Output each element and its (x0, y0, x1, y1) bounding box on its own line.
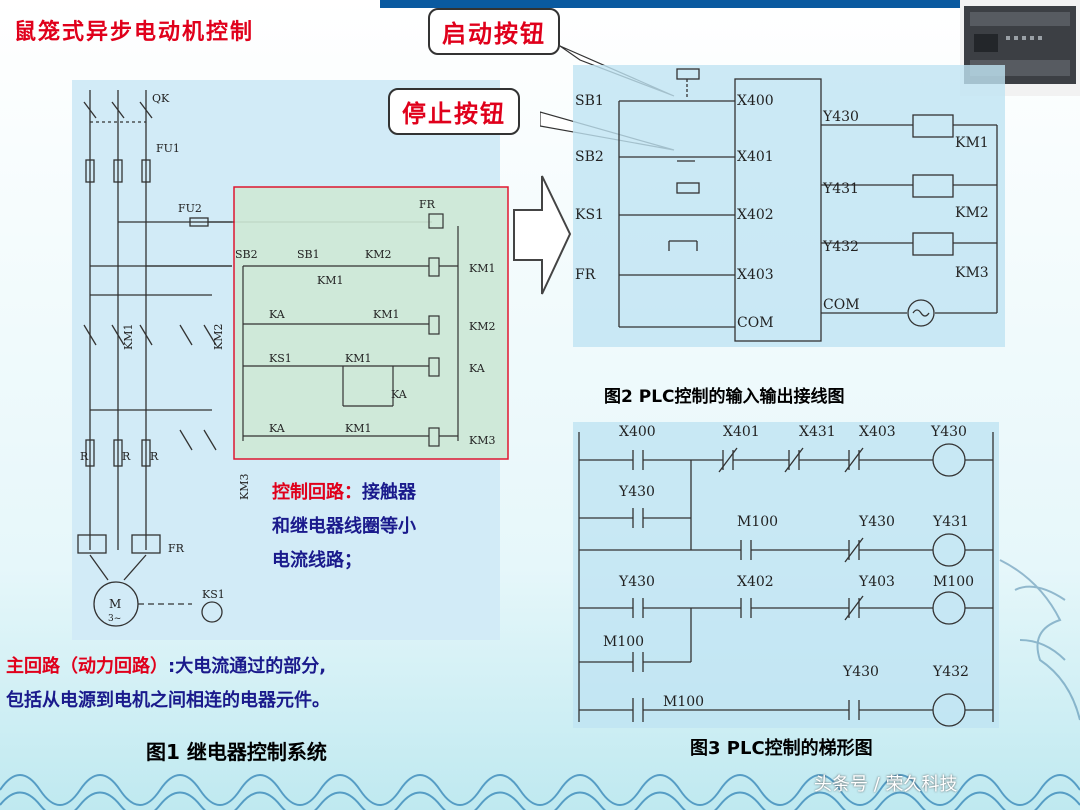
label-ks1-b: KS1 (202, 588, 225, 601)
slide-title: 鼠笼式异步电动机控制 (14, 20, 255, 45)
motor-label: M (109, 597, 121, 611)
label-km1-coil: KM1 (469, 262, 495, 275)
label-km1-b: KM1 (373, 308, 399, 321)
label-km1-d: KM1 (345, 422, 371, 435)
label-km2-coil: KM2 (469, 320, 495, 333)
ladder-r1-x400: X400 (619, 424, 656, 440)
input-label-ks1: KS1 (575, 207, 604, 223)
ladder-r1-x431: X431 (799, 424, 836, 440)
motor-sub-label: 3~ (108, 614, 121, 624)
fig3-caption: 图3 PLC控制的梯形图 (690, 738, 873, 759)
control-circuit-box: FR SB2 SB1 KM2 KM1 KM1 KA KM1 KM2 KS1 KM… (233, 186, 509, 460)
ladder-r4-m100: M100 (663, 694, 704, 710)
label-r2: R (122, 450, 131, 463)
control-note-title: 控制回路： (272, 482, 362, 503)
wave-border (0, 774, 1080, 810)
transition-arrow (513, 175, 572, 295)
fig1-caption: 图1 继电器控制系统 (146, 740, 327, 764)
label-km1-sub: KM1 (317, 274, 343, 287)
label-km3-main: KM3 (238, 474, 251, 500)
start-button-callout: 启动按钮 (428, 8, 560, 55)
ladder-r1-y430: Y430 (930, 424, 967, 440)
fig2-caption: 图2 PLC控制的输入输出接线图 (604, 387, 845, 407)
label-r1: R (80, 450, 89, 463)
ladder-r3-y403: Y403 (858, 574, 895, 590)
ladder-r1-x403: X403 (859, 424, 896, 440)
stop-button-callout: 停止按钮 (388, 88, 520, 135)
label-ka-sub: KA (391, 388, 408, 401)
terminal-x400: X400 (737, 93, 774, 109)
fig3-ladder-diagram: X400 X401 X431 X403 Y430 Y430 M100 Y430 … (573, 422, 999, 728)
ladder-r3-y430: Y430 (618, 574, 655, 590)
terminal-y432: Y432 (822, 239, 859, 255)
ladder-r1b-y430: Y430 (618, 484, 655, 500)
terminal-y431: Y431 (822, 181, 859, 197)
main-circuit-note: 主回路（动力回路）:大电流通过的部分, 包括从电源到电机之间相连的电器元件。 (6, 650, 330, 718)
load-km3: KM3 (955, 265, 989, 281)
label-km1-main: KM1 (122, 324, 135, 350)
label-r3: R (150, 450, 159, 463)
load-km1: KM1 (955, 135, 989, 151)
label-km3-coil: KM3 (469, 434, 495, 447)
control-note-body3: 电流线路； (272, 550, 362, 571)
watermark: 头条号 / 荣久科技 (814, 774, 958, 795)
terminal-x402: X402 (737, 207, 774, 223)
input-label-sb1: SB1 (575, 93, 604, 109)
ladder-r3-x402: X402 (737, 574, 774, 590)
input-label-fr: FR (575, 267, 596, 283)
terminal-x403: X403 (737, 267, 774, 283)
plc-device-image (960, 0, 1080, 96)
label-ks1: KS1 (269, 352, 292, 365)
label-sb2: SB2 (235, 248, 258, 261)
label-km1-c: KM1 (345, 352, 371, 365)
ladder-r3b-m100: M100 (603, 634, 644, 650)
control-note-body1: 接触器 (362, 482, 416, 503)
label-ka-coil: KA (469, 362, 486, 375)
label-qk: QK (152, 92, 170, 105)
label-fu1: FU1 (156, 142, 180, 155)
dragon-decoration (999, 559, 1080, 721)
terminal-x401: X401 (737, 149, 774, 165)
main-note-body1: :大电流通过的部分, (168, 656, 327, 677)
terminal-com-in: COM (737, 315, 774, 331)
ladder-r4-y432: Y432 (932, 664, 969, 680)
label-ka1: KA (269, 308, 286, 321)
ladder-r2-m100: M100 (737, 514, 778, 530)
input-label-sb2: SB2 (575, 149, 604, 165)
ladder-r2-y431: Y431 (932, 514, 969, 530)
fig2-plc-io-diagram: SB1 SB2 KS1 FR X400 X401 X402 X403 COM Y… (573, 65, 1005, 347)
label-sb1: SB1 (297, 248, 320, 261)
terminal-y430: Y430 (822, 109, 859, 125)
ladder-r4-y430: Y430 (842, 664, 879, 680)
ladder-r1-x401: X401 (723, 424, 760, 440)
main-note-title: 主回路（动力回路） (6, 656, 168, 677)
label-fr-top: FR (419, 198, 436, 211)
label-km2-c: KM2 (365, 248, 391, 261)
control-note-body2: 和继电器线圈等小 (272, 516, 416, 537)
label-km2-main: KM2 (212, 324, 225, 350)
ladder-r2-y430: Y430 (858, 514, 895, 530)
ladder-r3-m100: M100 (933, 574, 974, 590)
terminal-com-out: COM (823, 297, 860, 313)
load-km2: KM2 (955, 205, 989, 221)
label-fu2: FU2 (178, 202, 202, 215)
label-fr-bottom: FR (168, 542, 185, 555)
label-ka2: KA (269, 422, 286, 435)
main-note-body2: 包括从电源到电机之间相连的电器元件。 (6, 690, 330, 711)
control-circuit-note: 控制回路：接触器 和继电器线圈等小 电流线路； (272, 476, 416, 578)
